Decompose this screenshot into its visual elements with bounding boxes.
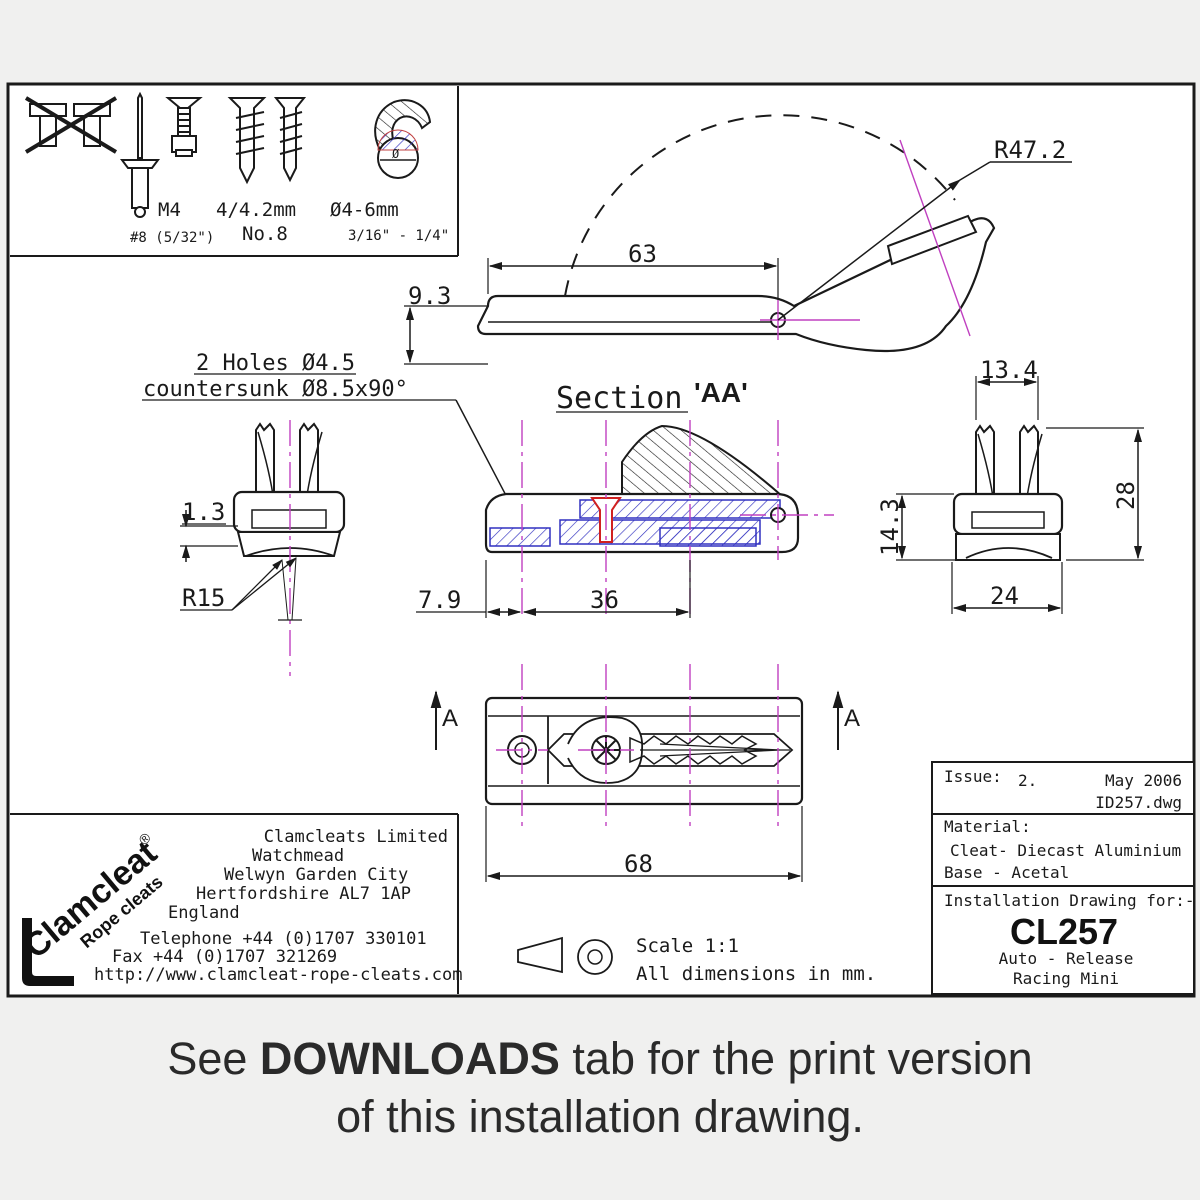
- projection-cone-icon: [517, 936, 563, 974]
- issue-label: Issue:: [944, 767, 1002, 786]
- address-line2: Welwyn Garden City: [224, 865, 408, 885]
- screw-number: No.8: [242, 223, 288, 245]
- title-block: Issue: 2. May 2006 ID257.dwg Material: C…: [931, 761, 1195, 995]
- plan-view: A A 68: [430, 664, 860, 882]
- wood-screw-icon: [227, 97, 307, 185]
- dim-gap-1-3: 1.3: [182, 498, 225, 526]
- scale-note: Scale 1:1 All dimensions in mm.: [517, 935, 876, 985]
- product-code: CL257: [1010, 911, 1118, 952]
- section-marker-right: A: [844, 705, 860, 732]
- dim-length-68: 68: [624, 850, 653, 878]
- machine-screw-icon: [165, 97, 203, 157]
- address-line1: Watchmead: [252, 846, 344, 866]
- company-website: http://www.clamcleat-rope-cleats.com: [94, 965, 462, 985]
- dim-radius-47: R47.2: [994, 136, 1066, 164]
- projection-circle-icon: [577, 939, 613, 975]
- product-desc2: Racing Mini: [1013, 969, 1119, 988]
- address-line3: Hertfordshire AL7 1AP: [196, 884, 411, 904]
- rope-imperial-size: 3/16" - 1/4": [348, 228, 449, 244]
- company-telephone: Telephone +44 (0)1707 330101: [140, 929, 427, 949]
- section-aa-view: Section 'AA' 7.9 36: [416, 377, 834, 620]
- dim-height-9-3: 9.3: [408, 282, 451, 310]
- rivet-size: M4: [158, 199, 181, 221]
- dim-offset-7-9: 7.9: [418, 586, 461, 614]
- not-recommended-screw-icon: [24, 96, 118, 154]
- fastener-legend: Ø M4 #8 (5/32") 4/4.2mm No.8 Ø4-6mm 3/16…: [10, 86, 459, 257]
- section-label: Section: [556, 381, 682, 416]
- end-view-left: 1.3 R15: [180, 420, 346, 676]
- release-arc: [564, 114, 956, 297]
- rope-icon: Ø: [374, 99, 432, 179]
- dim-height-14-3: 14.3: [876, 498, 904, 556]
- issue-number: 2.: [1018, 771, 1037, 790]
- scale-line2: All dimensions in mm.: [636, 963, 876, 985]
- caption-pre: See: [167, 1033, 260, 1084]
- section-marker-left: A: [442, 705, 458, 732]
- dim-hole-spacing-36: 36: [590, 586, 619, 614]
- holes-note: 2 Holes Ø4.5 countersunk Ø8.5x90°: [142, 351, 523, 528]
- dim-radius-15: R15: [182, 584, 225, 612]
- address-line4: England: [168, 903, 240, 923]
- section-name: 'AA': [694, 377, 748, 408]
- caption-downloads: DOWNLOADS: [259, 1033, 560, 1084]
- caption-line1: See DOWNLOADS tab for the print version: [0, 1030, 1200, 1088]
- company-fax: Fax +44 (0)1707 321269: [112, 947, 337, 967]
- dim-width-13-4: 13.4: [980, 356, 1038, 384]
- drawing-file: ID257.dwg: [1095, 793, 1182, 812]
- company-name: Clamcleats Limited: [264, 827, 448, 847]
- rivet-imperial-size: #8 (5/32"): [130, 230, 214, 246]
- dim-length-63: 63: [628, 240, 657, 268]
- holes-note-line1: 2 Holes Ø4.5: [196, 351, 355, 376]
- clamcleat-logo-icon: [22, 918, 74, 986]
- caption-line2: of this installation drawing.: [336, 1091, 864, 1142]
- dim-height-28: 28: [1112, 481, 1140, 510]
- material-base: Base - Acetal: [944, 863, 1069, 882]
- installation-label: Installation Drawing for:-: [944, 891, 1194, 910]
- product-desc1: Auto - Release: [999, 949, 1134, 968]
- company-block: Clamcleat ® Rope cleats Clamcleats Limit…: [10, 813, 462, 994]
- pop-rivet-icon: [120, 91, 160, 218]
- rope-diameter-symbol: Ø: [392, 147, 400, 161]
- issue-date: May 2006: [1105, 771, 1182, 790]
- screw-size: 4/4.2mm: [216, 199, 296, 221]
- downloads-caption: See DOWNLOADS tab for the print version …: [0, 1030, 1200, 1146]
- holes-note-line2: countersunk Ø8.5x90°: [143, 377, 408, 402]
- material-label: Material:: [944, 817, 1031, 836]
- scale-line1: Scale 1:1: [636, 935, 739, 957]
- end-view-right: 13.4 28 14.3 24: [876, 356, 1144, 614]
- side-view: R47.2 63 9.3: [404, 114, 1072, 365]
- material-cleat: Cleat- Diecast Aluminium: [950, 841, 1181, 860]
- dim-width-24: 24: [990, 582, 1019, 610]
- rope-size: Ø4-6mm: [330, 199, 399, 221]
- caption-post: tab for the print version: [559, 1033, 1033, 1084]
